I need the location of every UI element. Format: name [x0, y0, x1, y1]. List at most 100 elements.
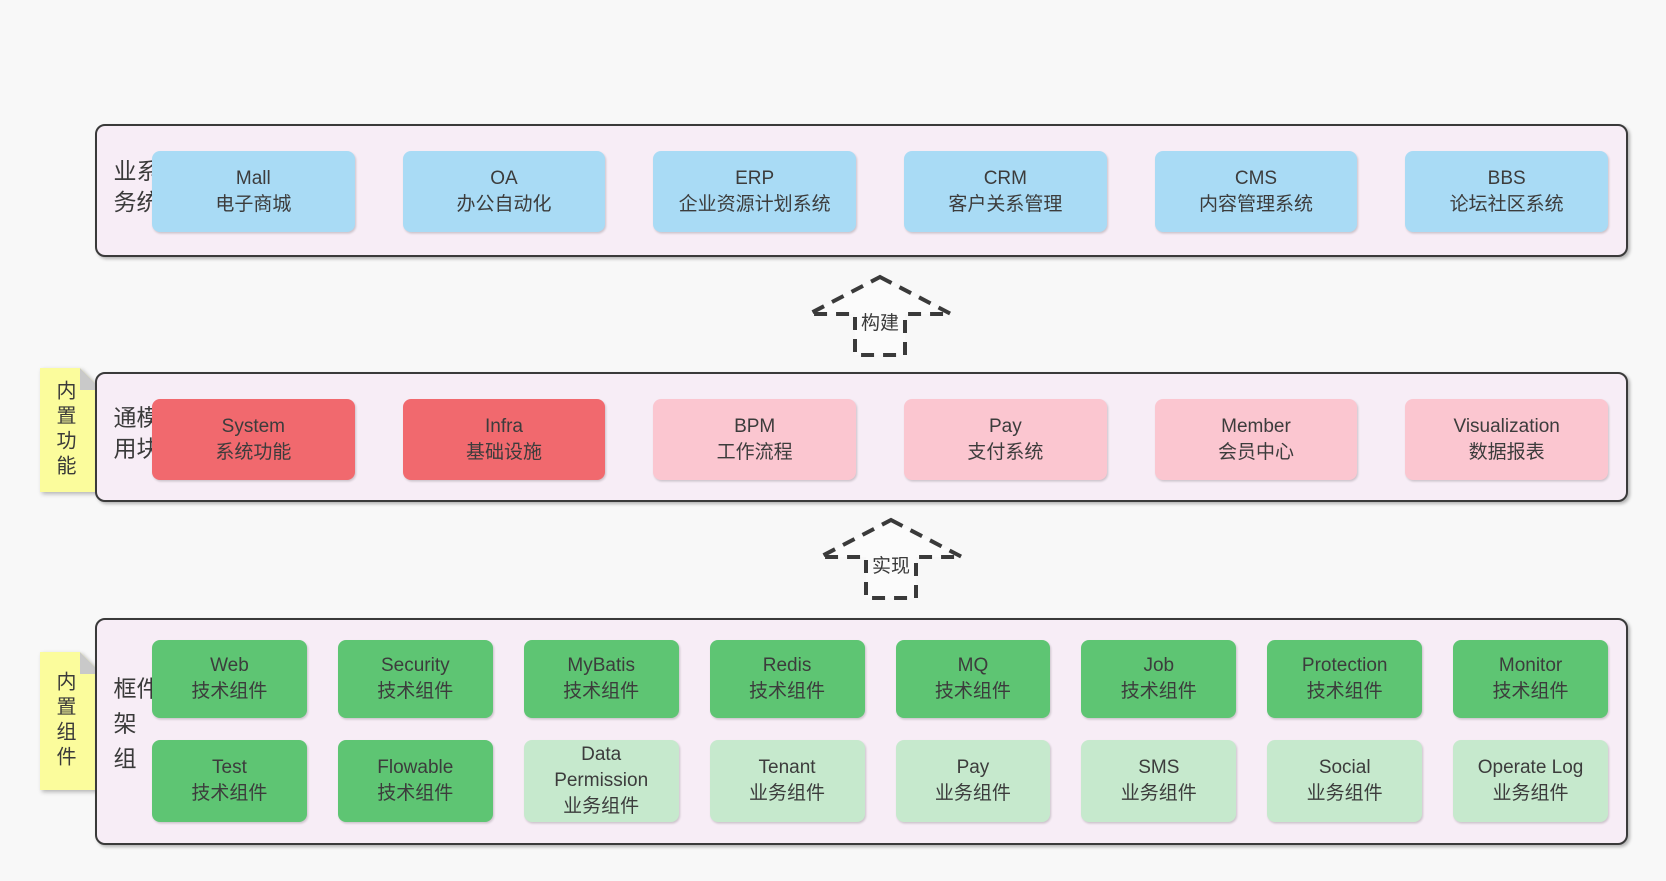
box-subtitle: 技术组件	[191, 681, 268, 702]
box-subtitle: 业务组件	[749, 783, 826, 804]
box-subtitle: 业务组件	[1306, 783, 1383, 804]
arrow-label: 构建	[857, 312, 903, 336]
box-subtitle: 会员中心	[1217, 441, 1294, 463]
box-security: Security 技术组件	[337, 640, 493, 718]
box-subtitle: 数据报表	[1468, 441, 1545, 463]
box-subtitle: 技术组件	[934, 681, 1011, 702]
box-erp: ERP 企业资源计划系统	[653, 151, 856, 232]
box-title: BPM	[734, 415, 776, 437]
box-title: Redis	[762, 655, 812, 676]
box-test: Test 技术组件	[152, 740, 307, 822]
box-title: BBS	[1487, 167, 1526, 189]
note-label: 内置组件	[53, 671, 75, 771]
box-title: Security	[380, 655, 450, 676]
box-title: Web	[210, 655, 249, 676]
box-subtitle: 技术组件	[377, 681, 454, 702]
box-title: Monitor	[1498, 655, 1563, 676]
box-data-permission: Data Permission 业务组件	[523, 740, 679, 822]
box-pay: Pay 支付系统	[904, 399, 1107, 480]
note-built-in-functions: 内置功能	[40, 368, 102, 492]
box-pay-business: Pay 业务组件	[895, 740, 1051, 822]
note-label: 内置功能	[53, 380, 75, 480]
box-subtitle: 技术组件	[377, 783, 454, 804]
box-title: Infra	[484, 415, 523, 437]
band-framework-components: 框架组件 Web 技术组件 Security 技术组件 MyBatis 技术组件…	[95, 618, 1628, 845]
box-subtitle: 业务组件	[563, 796, 640, 817]
box-title: Pay	[956, 757, 990, 778]
box-title: CMS	[1234, 167, 1278, 189]
box-mq: MQ 技术组件	[895, 640, 1051, 718]
box-title: SMS	[1138, 757, 1180, 778]
box-subtitle: 技术组件	[1120, 681, 1197, 702]
band-common-modules: 通用模块 System 系统功能 Infra 基础设施 BPM 工作流程 Pay…	[95, 372, 1628, 502]
box-subtitle: 技术组件	[563, 681, 640, 702]
arrow-implement: 实现	[816, 517, 966, 601]
box-social: Social 业务组件	[1267, 740, 1423, 822]
box-subtitle: 基础设施	[465, 441, 542, 463]
box-infra: Infra 基础设施	[402, 399, 606, 480]
framework-components-grid: Web 技术组件 Security 技术组件 MyBatis 技术组件 Redi…	[152, 640, 1608, 822]
box-subtitle: 工作流程	[716, 441, 793, 463]
box-subtitle: 业务组件	[1120, 783, 1197, 804]
box-operate-log: Operate Log 业务组件	[1453, 740, 1608, 822]
box-title: Member	[1221, 415, 1291, 437]
arrow-label: 实现	[868, 555, 914, 579]
box-mall: Mall 电子商城	[152, 151, 355, 232]
box-title: Tenant	[758, 757, 816, 778]
box-subtitle: 技术组件	[749, 681, 826, 702]
box-title: MQ	[957, 655, 989, 676]
box-sms: SMS 业务组件	[1081, 740, 1237, 822]
box-title: Data Permission	[554, 744, 649, 791]
box-subtitle: 业务组件	[1492, 783, 1569, 804]
box-subtitle: 办公自动化	[456, 193, 552, 215]
box-flowable: Flowable 技术组件	[337, 740, 493, 822]
box-protection: Protection 技术组件	[1267, 640, 1423, 718]
box-tenant: Tenant 业务组件	[709, 740, 865, 822]
box-title: System	[221, 415, 285, 437]
common-modules-row: System 系统功能 Infra 基础设施 BPM 工作流程 Pay 支付系统…	[152, 399, 1608, 480]
box-subtitle: 技术组件	[1492, 681, 1569, 702]
box-subtitle: 电子商城	[215, 193, 292, 215]
note-built-in-components: 内置组件	[40, 652, 102, 790]
box-title: CRM	[983, 167, 1027, 189]
band-label-framework-components: 框架组件	[110, 675, 159, 781]
arrow-build: 构建	[805, 274, 955, 358]
box-job: Job 技术组件	[1081, 640, 1237, 718]
box-visualization: Visualization 数据报表	[1405, 399, 1608, 480]
box-subtitle: 论坛社区系统	[1449, 193, 1564, 215]
band-label-common-modules: 通用模块	[110, 405, 159, 468]
box-cms: CMS 内容管理系统	[1154, 151, 1358, 232]
box-title: Job	[1143, 655, 1175, 676]
box-system: System 系统功能	[152, 399, 355, 480]
sticky-note: 内置功能	[40, 368, 102, 492]
box-title: Operate Log	[1477, 757, 1584, 778]
box-title: Social	[1318, 757, 1371, 778]
box-title: Pay	[988, 415, 1022, 437]
band-business-systems: 业务系统 Mall 电子商城 OA 办公自动化 ERP 企业资源计划系统 CRM…	[95, 124, 1628, 257]
box-monitor: Monitor 技术组件	[1453, 640, 1608, 718]
box-title: OA	[490, 167, 518, 189]
box-subtitle: 技术组件	[191, 783, 268, 804]
box-title: Flowable	[377, 757, 454, 778]
box-title: Protection	[1301, 655, 1388, 676]
box-web: Web 技术组件	[152, 640, 307, 718]
box-redis: Redis 技术组件	[709, 640, 865, 718]
box-subtitle: 业务组件	[934, 783, 1011, 804]
box-subtitle: 企业资源计划系统	[678, 193, 831, 215]
box-subtitle: 系统功能	[215, 441, 292, 463]
box-bpm: BPM 工作流程	[653, 399, 856, 480]
box-oa: OA 办公自动化	[402, 151, 606, 232]
box-subtitle: 支付系统	[967, 441, 1044, 463]
box-subtitle: 内容管理系统	[1198, 193, 1313, 215]
box-title: ERP	[735, 167, 775, 189]
box-bbs: BBS 论坛社区系统	[1405, 151, 1608, 232]
box-title: Mall	[235, 167, 271, 189]
box-title: Visualization	[1453, 415, 1560, 437]
business-systems-row: Mall 电子商城 OA 办公自动化 ERP 企业资源计划系统 CRM 客户关系…	[152, 151, 1608, 232]
box-title: MyBatis	[567, 655, 635, 676]
box-mybatis: MyBatis 技术组件	[523, 640, 679, 718]
box-crm: CRM 客户关系管理	[904, 151, 1107, 232]
box-subtitle: 客户关系管理	[948, 193, 1063, 215]
box-title: Test	[212, 757, 247, 778]
